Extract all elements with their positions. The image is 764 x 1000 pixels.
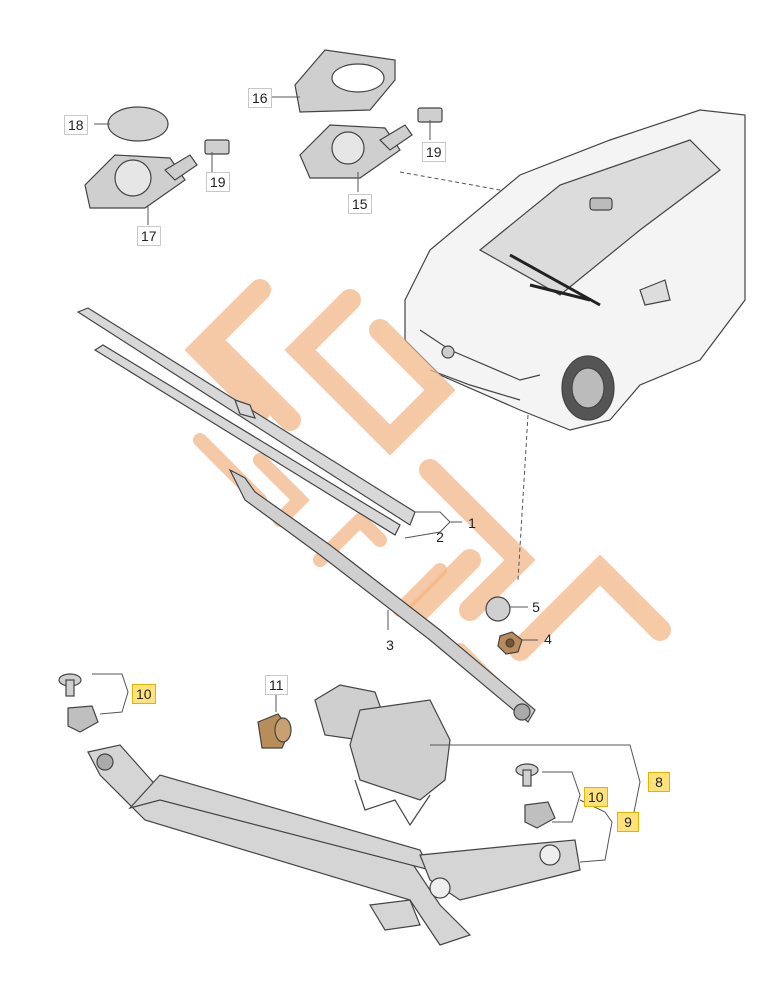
callout-2: 2 [436, 529, 444, 545]
callout-10-right: 10 [584, 787, 608, 807]
callout-5: 5 [532, 599, 540, 615]
part-4-nut [497, 631, 523, 655]
callout-15: 15 [348, 194, 372, 214]
part-16-sensor-cover [294, 49, 396, 113]
callout-19-right: 19 [422, 142, 446, 162]
part-18-gel-pad [107, 106, 169, 142]
part-10-bolt-left [58, 673, 99, 733]
callout-1: 1 [468, 515, 476, 531]
part-15-rain-sensor [299, 124, 413, 179]
part-5-cap [485, 596, 511, 622]
callout-3: 3 [386, 637, 394, 653]
watermark [184, 279, 671, 661]
wiper-linkage [87, 744, 581, 946]
leader-lines [92, 96, 641, 863]
part-11-bushing [257, 713, 292, 749]
callout-19-left: 19 [206, 172, 230, 192]
part-19-connector [204, 107, 443, 155]
part-10-bolt-right [515, 763, 556, 829]
callout-17: 17 [137, 226, 161, 246]
callout-8: 8 [648, 772, 670, 792]
callout-9: 9 [617, 812, 639, 832]
part-17-rain-sensor [84, 154, 198, 209]
callout-18: 18 [64, 115, 88, 135]
callout-11: 11 [265, 675, 288, 695]
car-illustration [404, 109, 746, 431]
callout-4: 4 [544, 631, 552, 647]
callout-10-left: 10 [132, 684, 156, 704]
wiper-motor [314, 684, 451, 827]
callout-16: 16 [248, 88, 272, 108]
wiper-arm [228, 468, 536, 723]
